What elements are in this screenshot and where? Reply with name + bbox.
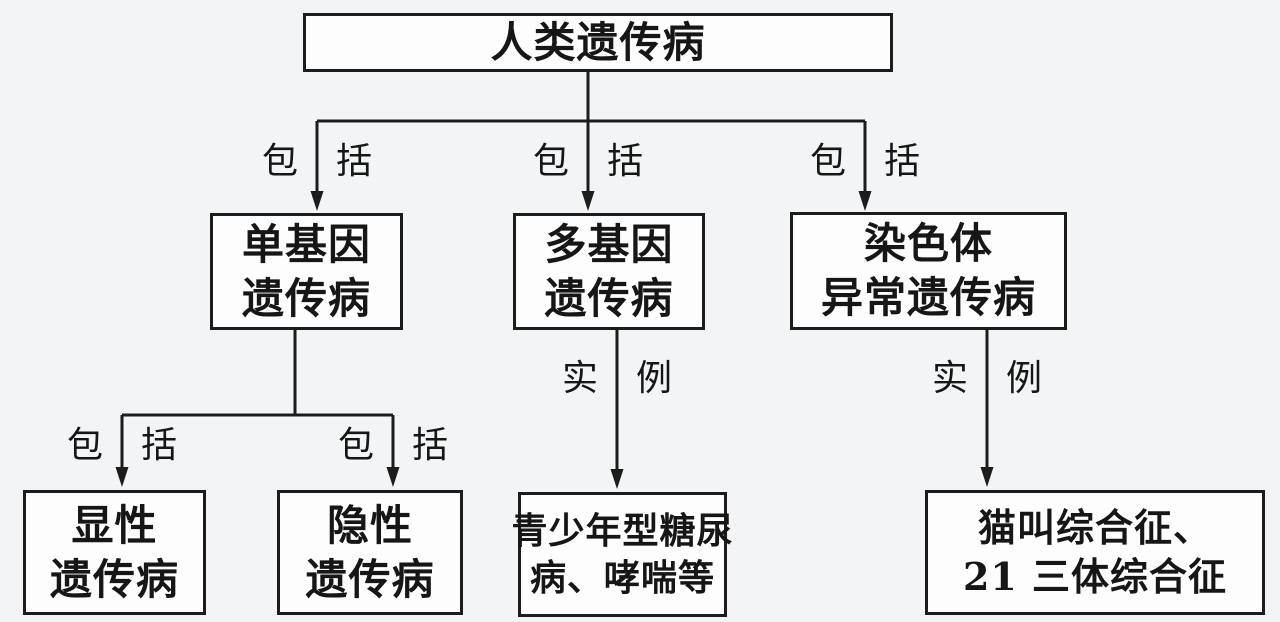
node-chromosomal-line1: 染色体 [863, 219, 993, 269]
node-human-genetic-disease-label: 人类遗传病 [490, 17, 706, 67]
edge-label-example-1: 实 例 [562, 361, 672, 397]
edge-label-include-4: 包 括 [67, 428, 177, 464]
arrowhead-recessive [386, 467, 400, 487]
edge-label-include-3-left: 包 [810, 141, 847, 182]
edge-label-include-1-left: 包 [262, 141, 299, 182]
edge-label-example-2-left: 实 [932, 358, 969, 399]
node-polygenic-examples: 青少年型糖尿 病、哮喘等 [512, 492, 733, 617]
node-single-gene-line1: 单基因 [241, 219, 371, 269]
node-dominant-disease: 显性 遗传病 [23, 490, 206, 615]
edge-label-example-2: 实 例 [932, 361, 1042, 397]
arrowhead-chromosomal [858, 191, 872, 211]
arrowhead-dominant [115, 467, 129, 487]
arrowhead-single-gene [310, 191, 324, 211]
node-single-gene-line2: 遗传病 [241, 273, 371, 323]
edge-label-include-2: 包 括 [533, 144, 643, 180]
edge-label-include-2-right: 括 [606, 141, 643, 182]
node-chromosomal-disease: 染色体 异常遗传病 [790, 212, 1067, 330]
node-polygenic-disease: 多基因 遗传病 [513, 213, 705, 330]
edge-label-include-2-left: 包 [533, 141, 570, 182]
arrowhead-chromosomal-examples [980, 467, 994, 487]
node-polygenic-examples-line2: 病、哮喘等 [529, 556, 715, 599]
edge-label-include-3: 包 括 [810, 144, 920, 180]
edge-label-include-1: 包 括 [262, 144, 372, 180]
arrowhead-polygenic-examples [610, 469, 624, 489]
node-recessive-line1: 隐性 [326, 500, 413, 550]
edge-label-include-1-right: 括 [335, 141, 372, 182]
edge-label-include-4-right: 括 [140, 425, 177, 466]
node-polygenic-examples-line1: 青少年型糖尿 [511, 510, 734, 553]
edge-label-example-2-right: 例 [1005, 358, 1042, 399]
node-recessive-line2: 遗传病 [305, 554, 435, 604]
edge-label-example-1-left: 实 [562, 358, 599, 399]
edge-label-example-1-right: 例 [635, 358, 672, 399]
node-chromosomal-line2: 异常遗传病 [820, 273, 1036, 322]
node-polygenic-line1: 多基因 [544, 219, 674, 269]
edge-label-include-3-right: 括 [883, 141, 920, 182]
node-recessive-disease: 隐性 遗传病 [277, 490, 463, 615]
node-dominant-line1: 显性 [71, 500, 158, 550]
node-human-genetic-disease: 人类遗传病 [303, 13, 893, 72]
node-polygenic-line2: 遗传病 [544, 273, 674, 323]
node-chromosomal-examples-line1: 猫叫综合征、 [977, 504, 1212, 550]
edge-label-include-5-left: 包 [338, 425, 375, 466]
node-chromosomal-examples: 猫叫综合征、 21 三体综合征 [925, 490, 1265, 615]
node-dominant-line2: 遗传病 [49, 554, 179, 604]
node-chromosomal-examples-line2: 21 三体综合征 [962, 553, 1228, 599]
edge-label-include-5: 包 括 [338, 428, 448, 464]
arrowhead-polygenic [581, 191, 595, 211]
edge-label-include-4-left: 包 [67, 425, 104, 466]
node-single-gene-disease: 单基因 遗传病 [210, 213, 403, 330]
edge-label-include-5-right: 括 [411, 425, 448, 466]
